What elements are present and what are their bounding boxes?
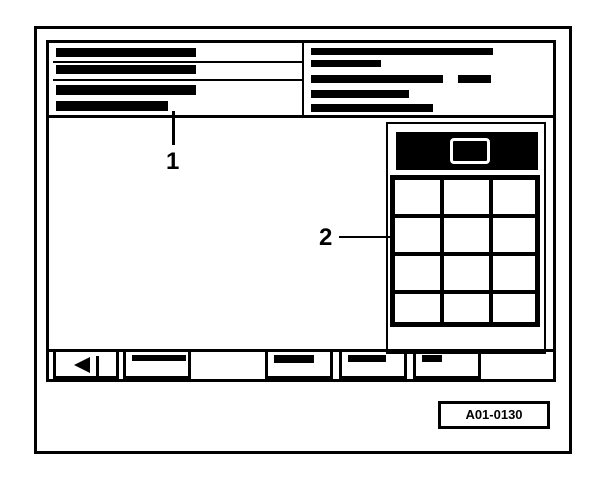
header-right-line-3b — [458, 75, 491, 83]
keypad-panel — [386, 122, 546, 354]
header-divider-2 — [53, 79, 303, 81]
keypad-key[interactable] — [491, 292, 537, 324]
keypad-key[interactable] — [442, 178, 491, 216]
header-line-1 — [56, 48, 196, 57]
toolbar-button-2[interactable] — [123, 352, 191, 379]
keypad-key[interactable] — [442, 292, 491, 324]
header-right-line-5 — [311, 104, 433, 112]
toolbar-button-5-label — [422, 355, 442, 362]
keypad-key[interactable] — [442, 254, 491, 292]
left-arrow-icon — [74, 357, 90, 373]
figure-frame — [34, 26, 572, 454]
keypad-key[interactable] — [393, 292, 442, 324]
keypad-display — [396, 132, 538, 170]
keypad-key[interactable] — [393, 216, 442, 254]
keypad-key[interactable] — [393, 178, 442, 216]
toolbar-button-3-label — [274, 355, 314, 363]
toolbar-button-3[interactable] — [265, 352, 333, 379]
keypad-key[interactable] — [393, 254, 442, 292]
header-right-line-4 — [311, 90, 409, 98]
figure-code: A01-0130 — [438, 401, 550, 429]
keypad-display-slot — [450, 138, 490, 164]
keypad-key[interactable] — [442, 216, 491, 254]
bottom-toolbar — [49, 349, 553, 379]
header-left-panel — [49, 43, 304, 115]
callout-2-leader — [339, 236, 417, 238]
display-screen: 1 2 — [46, 40, 556, 382]
callout-1-label: 1 — [166, 148, 180, 175]
header-line-2 — [56, 65, 196, 74]
toolbar-back-button[interactable] — [53, 352, 119, 379]
keypad-key[interactable] — [491, 216, 537, 254]
keypad-key[interactable] — [491, 254, 537, 292]
header-right-panel — [306, 43, 553, 115]
header-right-line-1 — [311, 48, 493, 55]
keypad-grid — [390, 175, 540, 327]
toolbar-button-4-label — [348, 355, 386, 362]
callout-1-leader — [172, 111, 175, 145]
keypad-key[interactable] — [491, 178, 537, 216]
callout-2-label: 2 — [319, 224, 333, 251]
header-line-3 — [56, 85, 196, 95]
header-divider-1 — [53, 61, 303, 63]
toolbar-back-bar — [96, 356, 99, 376]
header-line-4 — [56, 101, 168, 111]
toolbar-button-4[interactable] — [339, 352, 407, 379]
header-right-line-3a — [311, 75, 443, 83]
toolbar-button-5[interactable] — [413, 352, 481, 379]
toolbar-button-2-label — [132, 355, 186, 361]
header-divider — [49, 115, 553, 118]
header-right-line-2 — [311, 60, 381, 67]
